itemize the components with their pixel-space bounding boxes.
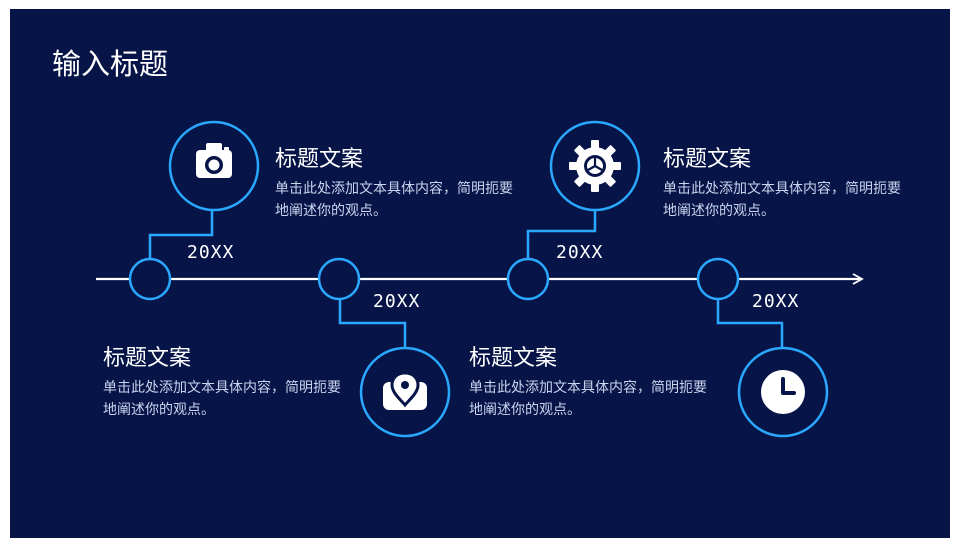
year-label-4: 20XX (752, 291, 800, 312)
milestone-title: 标题文案 (469, 346, 558, 371)
milestone-description: 单击此处添加文本具体内容，简明扼要地阐述你的观点。 (469, 380, 707, 418)
timeline-node-4 (696, 257, 740, 301)
milestone-title: 标题文案 (663, 147, 752, 172)
milestone-description: 单击此处添加文本具体内容，简明扼要地阐述你的观点。 (103, 380, 341, 418)
timeline-diagram (96, 120, 864, 438)
year-label-3: 20XX (556, 242, 604, 263)
timeline-node-3 (506, 257, 550, 301)
milestone-text-2: 标题文案 单击此处添加文本具体内容，简明扼要地阐述你的观点。 (103, 344, 353, 421)
connector-line-4 (716, 299, 784, 347)
connector-line-1 (148, 211, 214, 259)
location-pin-icon (383, 371, 427, 410)
milestone-title: 标题文案 (103, 346, 192, 371)
milestone-text-3: 标题文案 单击此处添加文本具体内容，简明扼要地阐述你的观点。 (663, 145, 913, 222)
milestone-description: 单击此处添加文本具体内容，简明扼要地阐述你的观点。 (275, 181, 513, 219)
timeline-node-2 (317, 257, 361, 301)
year-label-1: 20XX (187, 242, 235, 263)
gear-icon (569, 140, 621, 192)
connector-line-3 (526, 211, 597, 259)
connector-line-2 (338, 299, 407, 347)
milestone-text-4: 标题文案 单击此处添加文本具体内容，简明扼要地阐述你的观点。 (469, 344, 719, 421)
milestone-text-1: 标题文案 单击此处添加文本具体内容，简明扼要地阐述你的观点。 (275, 145, 525, 222)
page-title: 输入标题 (52, 47, 169, 81)
milestone-title: 标题文案 (275, 147, 364, 172)
timeline-node-1 (128, 257, 172, 301)
camera-icon (196, 143, 232, 178)
slide: 输入标题 20XX 20XX 20XX 20XX 标题文案 单击此处添加文本具体… (10, 9, 950, 538)
milestone-description: 单击此处添加文本具体内容，简明扼要地阐述你的观点。 (663, 181, 901, 219)
clock-icon (761, 370, 805, 414)
year-label-2: 20XX (373, 291, 421, 312)
